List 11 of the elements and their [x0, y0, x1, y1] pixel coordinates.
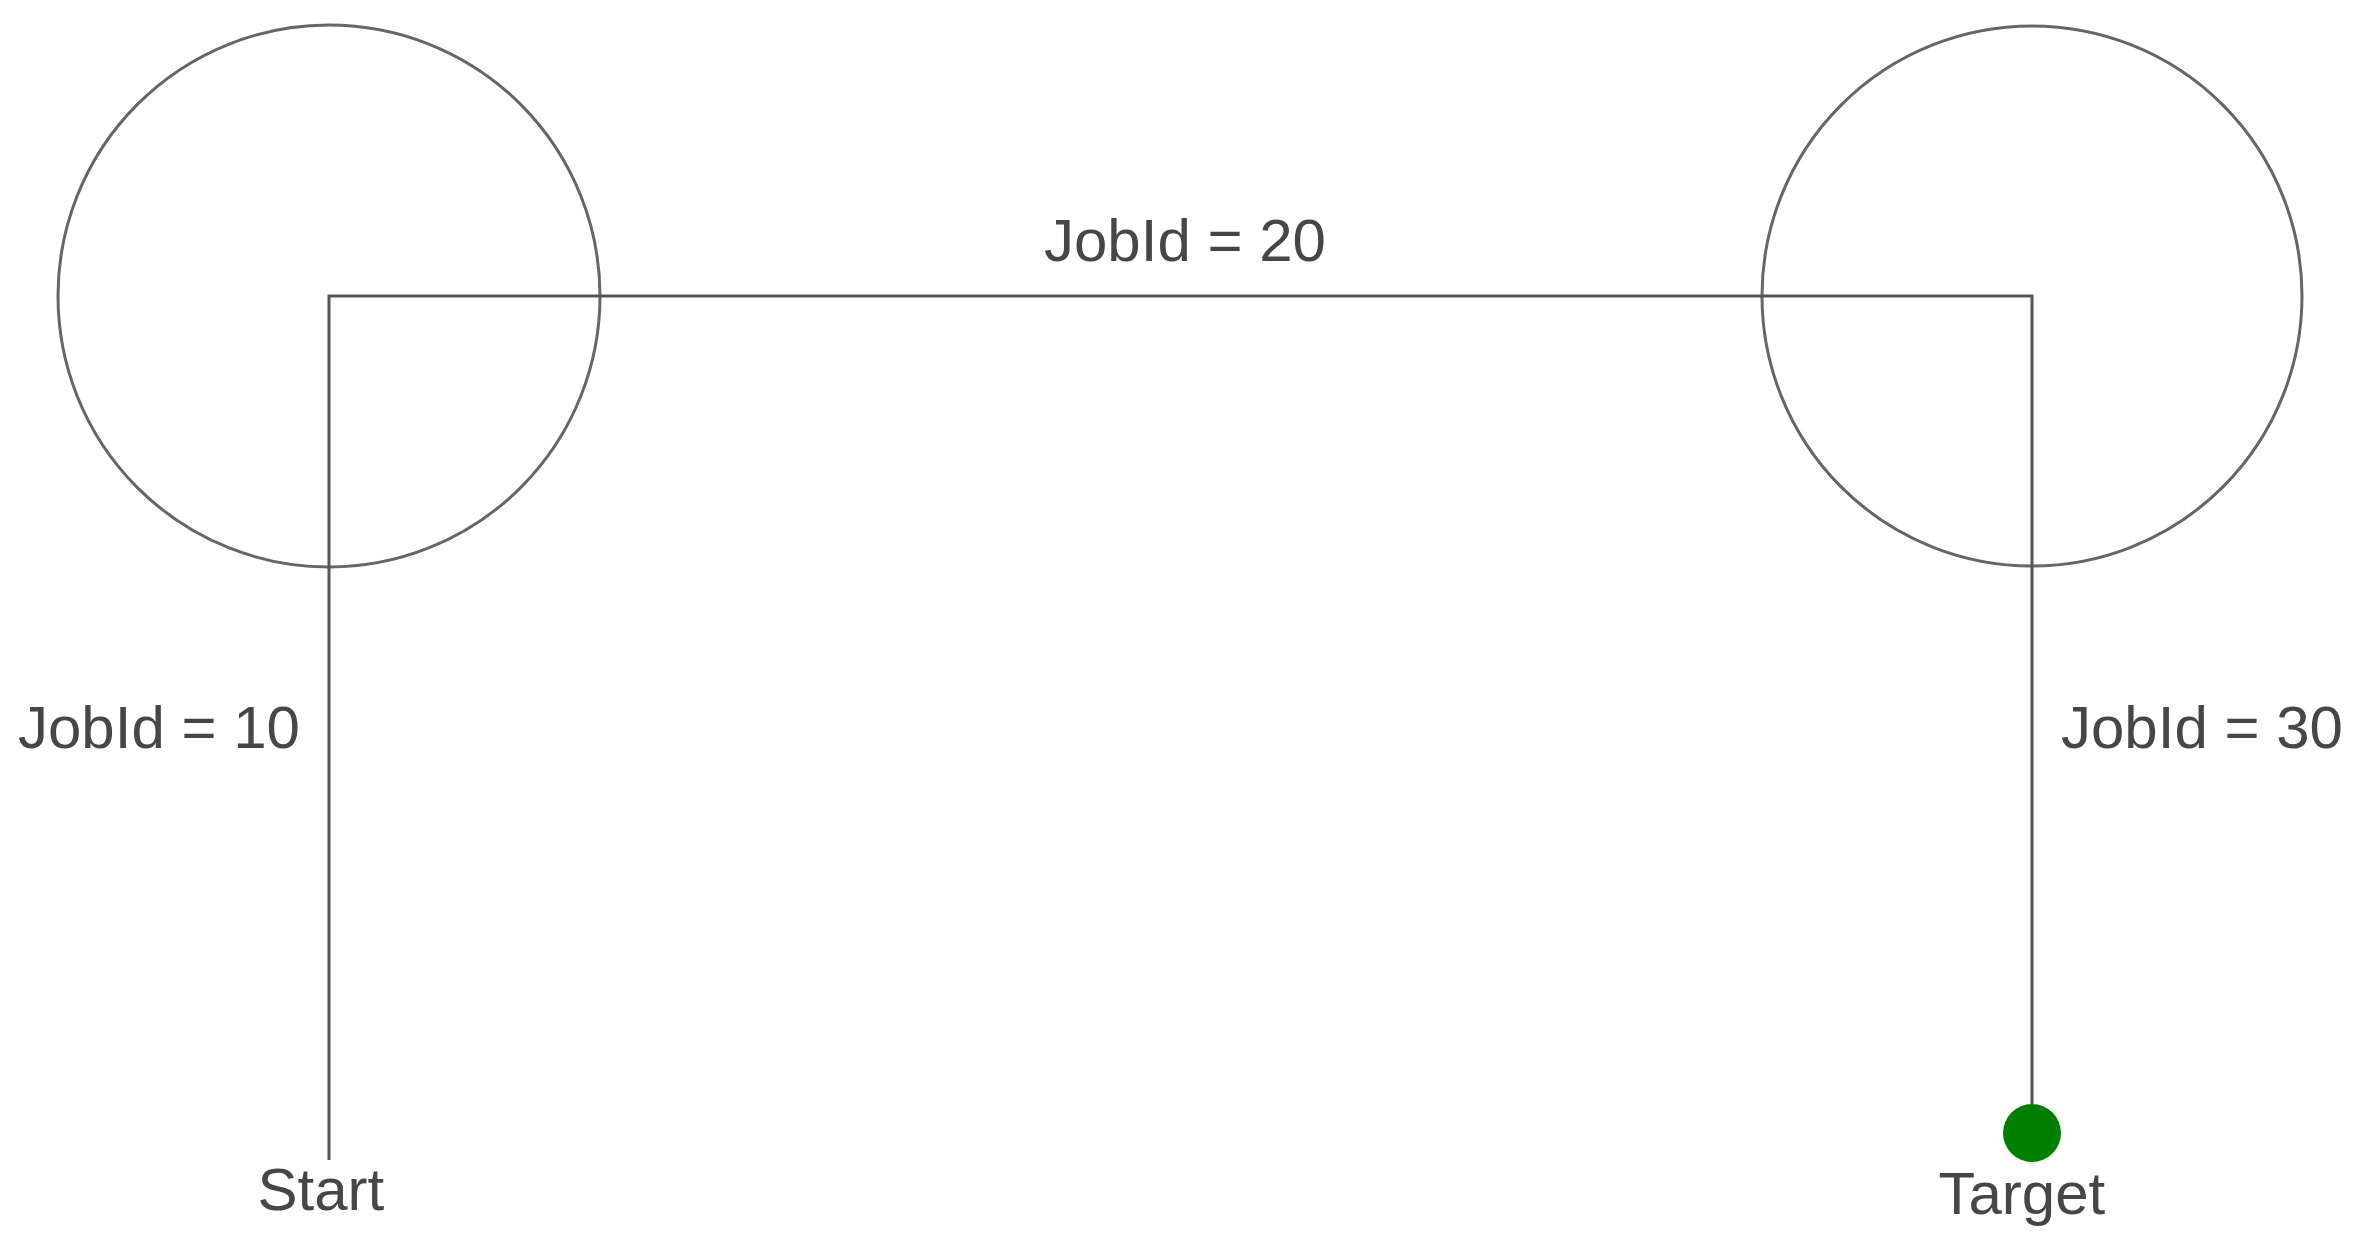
waypoint-circle [1758, 22, 2306, 570]
connector-line [2030, 566, 2034, 1104]
edge-label: JobId = 10 [18, 698, 300, 758]
endpoint-label: Start [257, 1160, 385, 1220]
waypoint-circle [54, 21, 604, 571]
edge-label: JobId = 30 [2061, 698, 2343, 758]
endpoint-dot-icon [2002, 1103, 2062, 1163]
node-caption: Target [1938, 1164, 2106, 1224]
edge-label: JobId = 20 [1044, 211, 1326, 271]
connector-line [600, 294, 1762, 298]
connector-line [327, 567, 331, 1160]
